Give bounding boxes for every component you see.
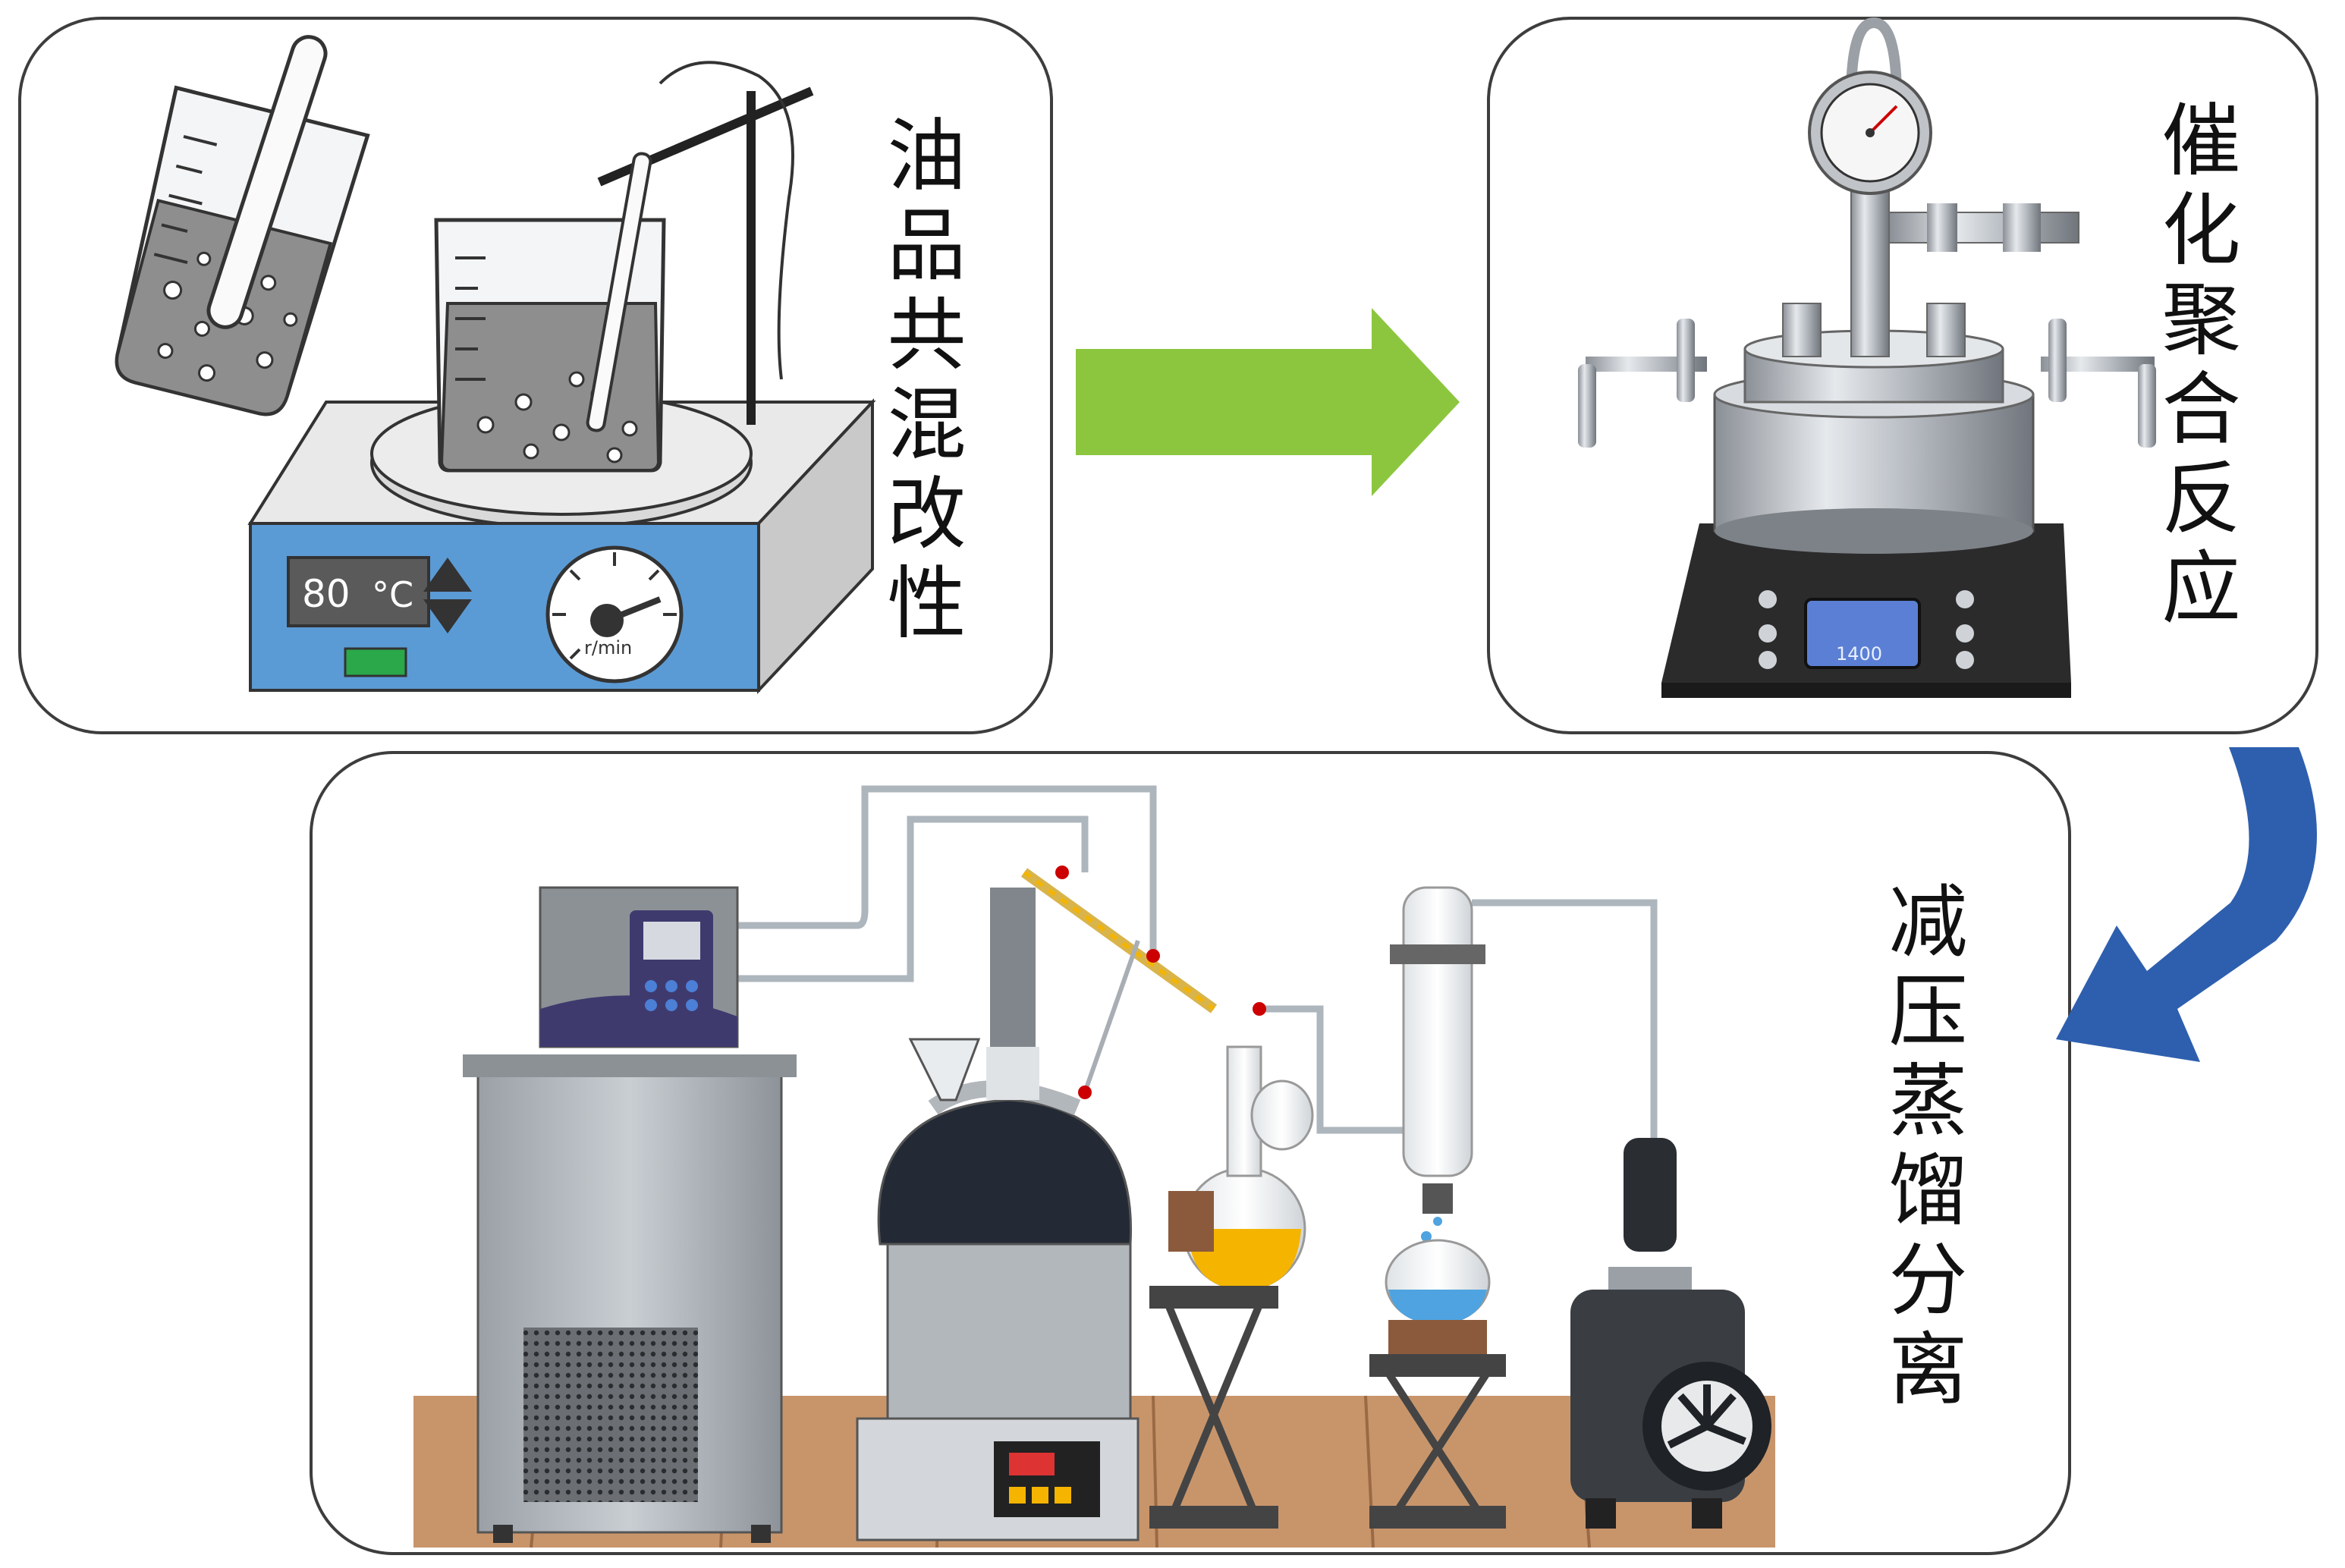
step-label-blending: 油品共混改性 xyxy=(873,114,966,651)
dial-unit-label: r/min xyxy=(584,637,632,658)
power-led-icon xyxy=(344,647,407,677)
vacuum-pump-icon xyxy=(1570,1138,1771,1529)
triangle-down-icon xyxy=(423,599,472,633)
display-temp-value: 80 xyxy=(302,572,350,616)
tilted-beaker-icon xyxy=(115,35,370,416)
step-label-distillation: 减压蒸馏分离 xyxy=(1875,880,1967,1417)
oil-flask xyxy=(1187,1229,1301,1290)
display-temp-unit: °C xyxy=(372,574,413,615)
step-label-polymerization: 催化聚合反应 xyxy=(2148,99,2240,636)
distillation-column-icon xyxy=(1020,866,1314,1529)
flow-arrow-down-left xyxy=(2056,747,2317,1062)
speed-dial-icon: r/min xyxy=(545,545,684,683)
condenser-icon xyxy=(1369,886,1506,1529)
flow-arrow-right xyxy=(1076,308,1460,496)
autoclave-reactor-icon: 1400 xyxy=(1578,17,2156,698)
heating-mantle-icon xyxy=(856,888,1139,1541)
hotplate-stirrer-icon: 80 °C r/min xyxy=(247,391,876,695)
stirring-rod-stand-icon xyxy=(586,61,814,432)
triangle-up-icon xyxy=(423,558,472,592)
screen-speed: 1400 xyxy=(1836,643,1882,665)
reactor-screen xyxy=(1804,598,1921,669)
chiller-icon xyxy=(463,886,797,1543)
